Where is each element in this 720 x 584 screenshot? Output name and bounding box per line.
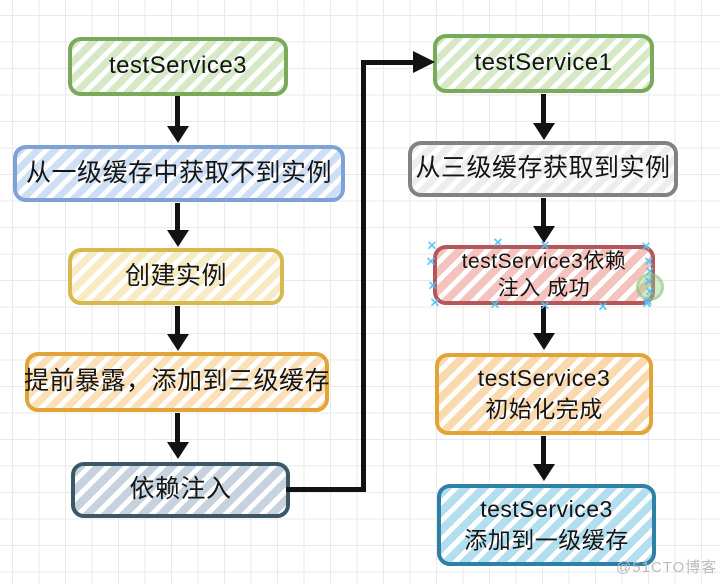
node-l1-cache-miss[interactable]: 从一级缓存中获取不到实例 <box>13 145 345 202</box>
connector-segment <box>286 487 364 492</box>
watermark: @51CTO博客 <box>616 559 718 576</box>
selection-handle-icon[interactable] <box>639 240 653 254</box>
selection-handle-icon[interactable] <box>640 297 654 311</box>
arrow-init-to-l1add[interactable] <box>541 436 546 464</box>
selection-handle-icon[interactable] <box>538 299 552 313</box>
arrow-depok-to-init[interactable] <box>541 306 546 333</box>
connector-segment <box>363 60 415 65</box>
node-create-instance[interactable]: 创建实例 <box>68 248 284 305</box>
arrow-l1miss-to-create[interactable] <box>175 203 180 230</box>
selection-handle-icon[interactable] <box>424 255 438 269</box>
node-label: 依赖注入 <box>129 475 232 504</box>
node-label: 初始化完成 <box>485 396 603 422</box>
node-ts3-dep-injected[interactable]: testService3依赖 注入 成功 <box>433 245 655 305</box>
node-l3-cache-hit[interactable]: 从三级缓存获取到实例 <box>408 141 678 197</box>
node-label: testService1 <box>474 49 613 77</box>
selection-handle-icon[interactable] <box>596 300 610 314</box>
arrow-expose-to-depinject[interactable] <box>175 413 180 442</box>
node-label: testService3 <box>477 364 611 391</box>
arrow-create-to-expose[interactable] <box>175 306 180 334</box>
node-ts1[interactable]: testService1 <box>433 34 654 93</box>
selection-handle-icon[interactable] <box>538 239 552 253</box>
node-ts3[interactable]: testService3 <box>68 37 288 96</box>
selection-handle-icon[interactable] <box>425 239 439 253</box>
arrow-ts1-to-l3hit[interactable] <box>541 94 546 123</box>
selection-handle-icon[interactable] <box>491 236 505 250</box>
node-label: 创建实例 <box>124 261 227 290</box>
selection-handle-icon[interactable] <box>428 296 442 310</box>
node-label: 添加到一级缓存 <box>464 527 629 553</box>
node-label: testService3 <box>480 495 613 522</box>
node-label: 从三级缓存获取到实例 <box>415 154 671 183</box>
arrowhead-right <box>413 51 435 73</box>
selection-handle-icon[interactable] <box>488 298 502 312</box>
node-label: testService3依赖 <box>461 249 627 273</box>
selection-overlay <box>433 245 664 305</box>
connector-segment <box>361 60 366 492</box>
node-ts3-added-l1[interactable]: testService3 添加到一级缓存 <box>437 484 656 566</box>
node-label: 从一级缓存中获取不到实例 <box>25 158 332 187</box>
node-label: 提前暴露，添加到三级缓存 <box>24 367 331 396</box>
selection-handle-icon[interactable] <box>426 279 440 293</box>
node-label: testService3 <box>108 52 248 80</box>
node-label: 注入 成功 <box>497 277 591 300</box>
arrow-ts3-to-l1miss[interactable] <box>175 96 180 126</box>
node-dependency-injection[interactable]: 依赖注入 <box>71 462 290 518</box>
arrow-l3hit-to-depok[interactable] <box>541 198 546 226</box>
node-ts3-initialized[interactable]: testService3 初始化完成 <box>435 353 653 435</box>
node-early-expose-l3[interactable]: 提前暴露，添加到三级缓存 <box>24 352 331 412</box>
